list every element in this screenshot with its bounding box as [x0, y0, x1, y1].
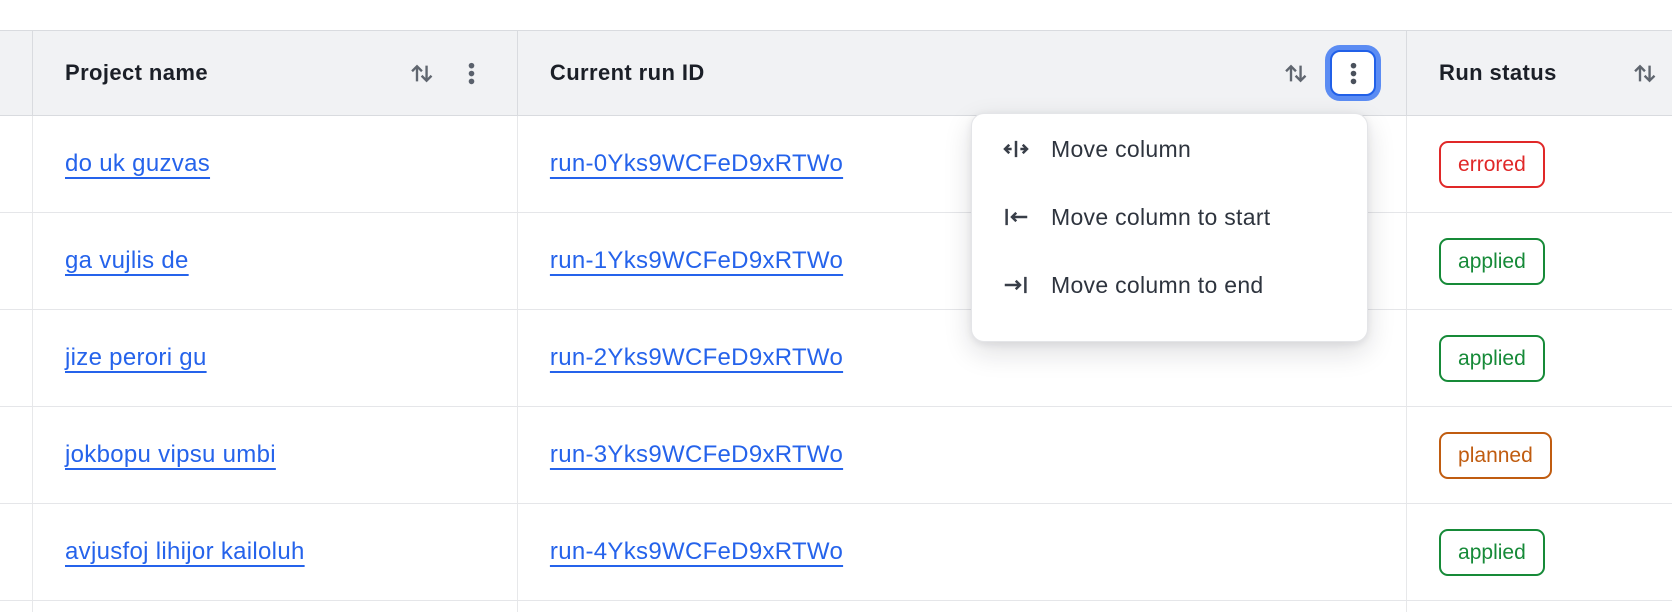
sort-arrows-icon[interactable]: [1630, 58, 1660, 88]
header-current-run-id: Current run ID: [518, 31, 1408, 115]
run-id-link[interactable]: run-0Yks9WCFeD9xRTWo: [549, 150, 844, 177]
move-column-to-end-icon: [1004, 276, 1027, 294]
run-id-cell: run-4Yks9WCFeD9xRTWo: [518, 504, 1408, 600]
project-link[interactable]: jize perori gu: [65, 344, 207, 371]
column-options-menu: Move column Move column to start Move co…: [971, 113, 1368, 342]
run-id-link[interactable]: run-4Yks9WCFeD9xRTWo: [549, 538, 844, 565]
table-row-partial: [0, 601, 1672, 612]
spacer-cell: [0, 310, 33, 406]
run-status-cell: applied: [1407, 310, 1672, 406]
sort-arrows-icon[interactable]: [407, 58, 437, 88]
kebab-menu-icon[interactable]: [457, 58, 487, 88]
column-title: Run status: [1439, 60, 1557, 85]
header-run-status: Run status: [1407, 31, 1672, 115]
project-link[interactable]: jokbopu vipsu umbi: [65, 441, 276, 468]
run-id-cell: run-0Yks9WCFeD9xRTWo: [518, 116, 1408, 212]
run-id-link[interactable]: run-3Yks9WCFeD9xRTWo: [549, 441, 844, 468]
run-status-cell: applied: [1407, 213, 1672, 309]
menu-item-label: Move column: [1051, 135, 1192, 162]
run-status-cell: errored: [1407, 116, 1672, 212]
project-link[interactable]: ga vujlis de: [65, 247, 189, 274]
menu-item-label: Move column to end: [1051, 271, 1264, 298]
spacer-cell: [0, 407, 33, 503]
header-project-name: Project name: [33, 31, 518, 115]
project-name-cell: jize perori gu: [33, 310, 518, 406]
project-name-cell: do uk guzvas: [33, 116, 518, 212]
project-link[interactable]: do uk guzvas: [65, 150, 211, 177]
run-id-link[interactable]: run-2Yks9WCFeD9xRTWo: [549, 344, 844, 371]
status-badge: applied: [1439, 334, 1545, 382]
menu-item-move-column-to-start[interactable]: Move column to start: [972, 183, 1367, 251]
sort-arrows-icon[interactable]: [1280, 58, 1310, 88]
run-status-cell: planned: [1407, 407, 1672, 503]
table-row: do uk guzvas run-0Yks9WCFeD9xRTWo errore…: [0, 116, 1672, 213]
spacer-cell: [0, 213, 33, 309]
menu-item-label: Move column to start: [1051, 203, 1271, 230]
project-name-cell: avjusfoj lihijor kailoluh: [33, 504, 518, 600]
kebab-menu-button-focused[interactable]: [1330, 50, 1377, 96]
status-badge: applied: [1439, 237, 1545, 285]
column-title: Project name: [65, 60, 208, 85]
run-id-cell: run-2Yks9WCFeD9xRTWo: [518, 310, 1408, 406]
spacer-cell: [0, 504, 33, 600]
table-row: jokbopu vipsu umbi run-3Yks9WCFeD9xRTWo …: [0, 407, 1672, 504]
header-spacer-cell: [0, 31, 33, 115]
move-column-icon: [1003, 140, 1029, 158]
table-row: avjusfoj lihijor kailoluh run-4Yks9WCFeD…: [0, 504, 1672, 601]
table-row: jize perori gu run-2Yks9WCFeD9xRTWo appl…: [0, 310, 1672, 407]
status-badge: applied: [1439, 528, 1545, 576]
project-name-cell: jokbopu vipsu umbi: [33, 407, 518, 503]
project-name-cell: ga vujlis de: [33, 213, 518, 309]
column-title: Current run ID: [549, 60, 705, 85]
menu-item-move-column[interactable]: Move column: [972, 115, 1367, 183]
run-id-cell: run-3Yks9WCFeD9xRTWo: [518, 407, 1408, 503]
run-status-cell: applied: [1407, 504, 1672, 600]
move-column-to-start-icon: [1005, 208, 1028, 226]
projects-table: Project name Curre: [0, 30, 1672, 612]
spacer-cell: [0, 601, 33, 612]
run-status-cell: [1407, 601, 1672, 612]
run-id-link[interactable]: run-1Yks9WCFeD9xRTWo: [549, 247, 844, 274]
run-id-cell: run-1Yks9WCFeD9xRTWo: [518, 213, 1408, 309]
status-badge: planned: [1439, 431, 1552, 479]
kebab-menu-icon: [1350, 62, 1356, 84]
run-id-cell: [518, 601, 1408, 612]
spacer-cell: [0, 116, 33, 212]
menu-item-move-column-to-end[interactable]: Move column to end: [972, 251, 1367, 319]
project-name-cell: [33, 601, 518, 612]
table-row: ga vujlis de run-1Yks9WCFeD9xRTWo applie…: [0, 213, 1672, 310]
status-badge: errored: [1439, 140, 1545, 188]
project-link[interactable]: avjusfoj lihijor kailoluh: [65, 538, 305, 565]
table-header-row: Project name Curre: [0, 30, 1672, 116]
